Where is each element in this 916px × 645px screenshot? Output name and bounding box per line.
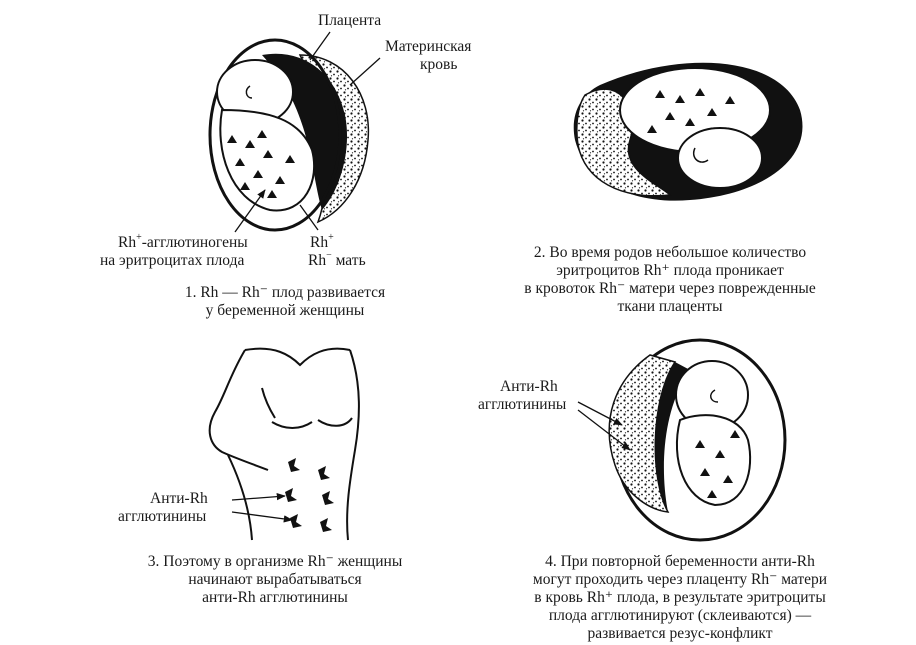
panel1-arrow-maternal-blood [349,57,381,86]
panel3-arrow-1 [231,492,286,501]
panel1-label-maternal-blood-line1: Материнская [385,38,472,55]
panel4-uterus-illustration [608,338,787,542]
panel4-arrow-1 [577,401,623,426]
panel2-uterus-illustration [573,62,803,201]
panel3-arrow-2 [231,511,293,523]
panel3-label-antibodies-line1: Анти-Rh [150,490,208,507]
panel2-caption-line2: эритроцитов Rh⁺ плода проникает [556,262,784,279]
panel3-label-antibodies-line2: агглютинины [118,508,207,525]
panel1-label-rh-positive: Rh+ [310,231,334,251]
panel1-caption-line1: 1. Rh — Rh⁻ плод развивается [184,284,386,301]
panel3-antibodies [285,458,334,532]
panel4-fetus-body [675,414,752,507]
panel4-caption-line2: могут проходить через плаценту Rh⁻ матер… [532,571,828,588]
panel3-woman-illustration [208,347,360,541]
panel2-caption-line3: в кровоток Rh⁻ матери через поврежденные [524,280,816,297]
panel2-erythrocytes [647,88,735,133]
panel4-label-antibodies-line2: агглютинины [478,396,567,413]
panel1-uterus-wall [208,38,342,232]
panel1-arrow-rh [299,204,319,231]
panel1-caption-line2: у беременной женщины [205,302,365,319]
panel1-fetus-body [219,108,316,212]
panel1-label-rh-negative-mother: Rh− мать [308,249,366,269]
panel4-arrow-2 [577,409,631,451]
panel4-caption-line5: развивается резус-конфликт [587,625,773,642]
panel4-erythrocytes [695,430,740,498]
panel1-erythrocytes [227,130,295,198]
panel2-caption-line1: 2. Во время родов небольшое количество [533,244,807,261]
panel2-fetus-head [677,127,763,189]
panel4-caption-line3: в кровь Rh⁺ плода, в результате эритроци… [534,589,826,606]
panel1-label-placenta: Плацента [318,12,382,29]
panel3-caption-line3: анти-Rh агглютинины [202,589,348,606]
panel1-uterus-illustration [208,31,381,233]
panel1-arrow-placenta [309,31,331,61]
panel3-caption-line1: 3. Поэтому в организме Rh⁻ женщины [147,553,403,570]
panel1-arrow-agglutinogens [234,189,266,233]
panel4-caption-line4: плода агглютинируют (склеиваются) — [548,607,812,624]
panel4-caption-line1: 4. При повторной беременности анти-Rh [545,553,815,570]
panel3-caption-line2: начинают вырабатываться [188,571,362,588]
panel4-placenta [655,362,690,512]
panel3-breast-line [271,421,313,429]
panel3-torso-outline [244,347,351,367]
panel2-caption-line4: ткани плаценты [617,298,723,315]
panel1-label-maternal-blood-line2: кровь [420,56,458,73]
panel4-label-antibodies-line1: Анти-Rh [500,378,558,395]
panel1-label-agglutinogens-line1: Rh+-агглютиногены [118,231,248,251]
panel1-label-agglutinogens-line2: на эритроцитах плода [100,252,245,269]
panel1-placenta [262,53,348,210]
